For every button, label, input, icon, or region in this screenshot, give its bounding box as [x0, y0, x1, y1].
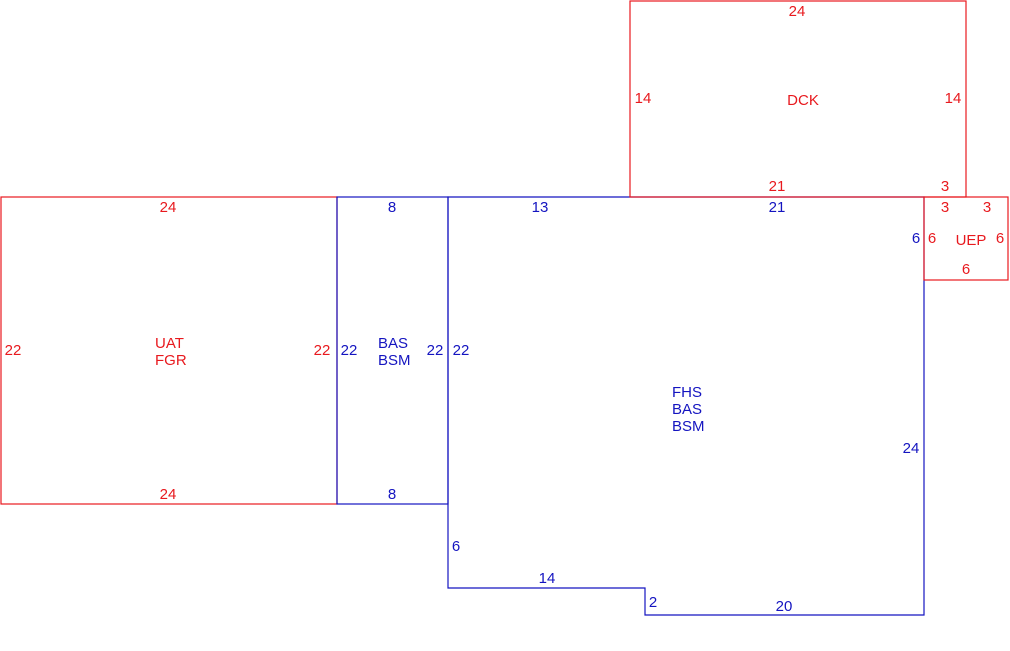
- fhs-code-bas: BAS: [672, 401, 702, 418]
- uep-outline: [923, 196, 1009, 281]
- area-bas-left: 8 8 22 22 BAS BSM: [336, 196, 449, 505]
- fhs-code-fhs: FHS: [672, 384, 702, 401]
- bas-left-dim-right: 22: [427, 342, 444, 359]
- bas-left-dim-left: 22: [341, 342, 358, 359]
- dck-dim-bottom-right: 3: [941, 178, 949, 195]
- bas-left-code-bsm: BSM: [378, 352, 411, 369]
- uat-dim-left: 22: [5, 342, 22, 359]
- area-fhs: 22 13 21 6 24 20 2 14 6 FHS BAS BSM: [447, 196, 925, 616]
- uat-dim-right: 22: [314, 342, 331, 359]
- fhs-dim-left-low: 6: [452, 538, 460, 555]
- fhs-dim-left: 22: [453, 342, 470, 359]
- fhs-dim-top-left: 13: [532, 199, 549, 216]
- dck-dim-top: 24: [789, 3, 806, 20]
- fhs-dim-ue-side: 6: [912, 230, 920, 247]
- dck-dim-left: 14: [635, 90, 652, 107]
- fhs-dim-step: 2: [649, 594, 657, 611]
- uep-dim-bottom: 6: [962, 261, 970, 278]
- dck-dim-bottom: 21: [769, 178, 786, 195]
- fhs-code-bsm: BSM: [672, 418, 705, 435]
- fgr-code: FGR: [155, 352, 187, 369]
- area-dck: 24 14 14 21 3 DCK: [629, 0, 967, 198]
- uat-code: UAT: [155, 335, 184, 352]
- uep-dim-right: 6: [996, 230, 1004, 247]
- uat-dim-top: 24: [160, 199, 177, 216]
- area-uep: 3 3 6 6 6 UEP: [923, 196, 1009, 281]
- uep-code: UEP: [956, 232, 987, 249]
- fhs-dim-bottom-left: 14: [539, 570, 556, 587]
- area-uat: 24 24 22 22 UAT FGR: [0, 196, 338, 505]
- uat-dim-bottom: 24: [160, 486, 177, 503]
- uep-dim-top: 3: [941, 199, 949, 216]
- bas-left-code-bas: BAS: [378, 335, 408, 352]
- bas-left-dim-top: 8: [388, 199, 396, 216]
- fhs-dim-bottom-right: 20: [776, 598, 793, 615]
- uep-dim-top-right: 3: [983, 199, 991, 216]
- dck-code: DCK: [787, 92, 819, 109]
- dck-dim-right: 14: [945, 90, 962, 107]
- bas-left-dim-bottom: 8: [388, 486, 396, 503]
- fhs-dim-right: 24: [903, 440, 920, 457]
- uep-dim-left: 6: [928, 230, 936, 247]
- dck-outline: [629, 0, 967, 198]
- fhs-dim-top-right: 21: [769, 199, 786, 216]
